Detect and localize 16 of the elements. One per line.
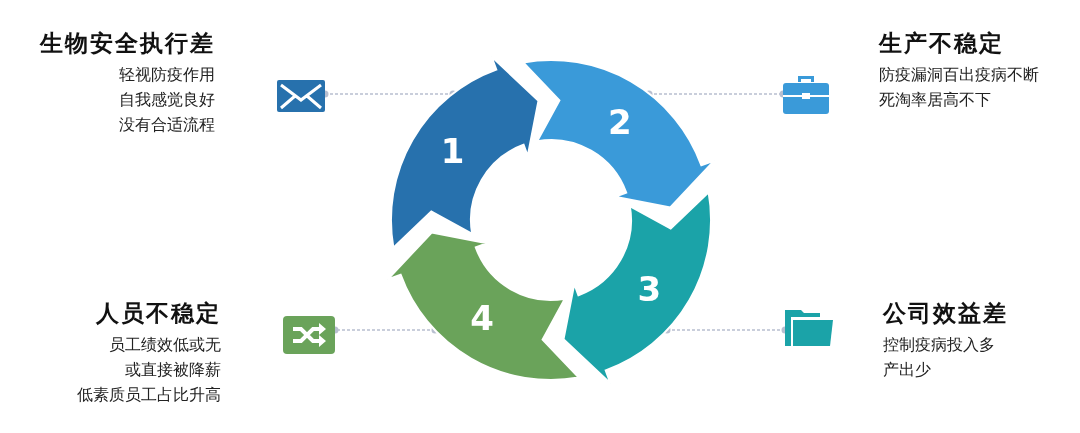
heading: 生物安全执行差 [40, 29, 215, 58]
description-text: 没有合适流程 [119, 114, 215, 136]
description-text: 防疫漏洞百出疫病不断 [879, 64, 1039, 86]
heading: 人员不稳定 [96, 299, 221, 328]
step-number: 2 [608, 101, 632, 142]
description-text: 低素质员工占比升高 [77, 384, 221, 406]
description-text: 员工绩效低或无或直接被降薪 [108, 334, 221, 381]
step-number: 3 [637, 268, 662, 309]
heading: 生产不稳定 [879, 29, 1004, 58]
step-number: 1 [440, 131, 465, 172]
description-text: 轻视防疫作用 [119, 64, 215, 86]
description-text: 死淘率居高不下 [879, 89, 991, 111]
step-number: 4 [470, 298, 494, 339]
description-text: 控制疫病投入多产出少 [883, 334, 996, 381]
heading: 公司效益差 [883, 299, 1008, 328]
description-text: 自我感觉良好 [119, 89, 215, 111]
